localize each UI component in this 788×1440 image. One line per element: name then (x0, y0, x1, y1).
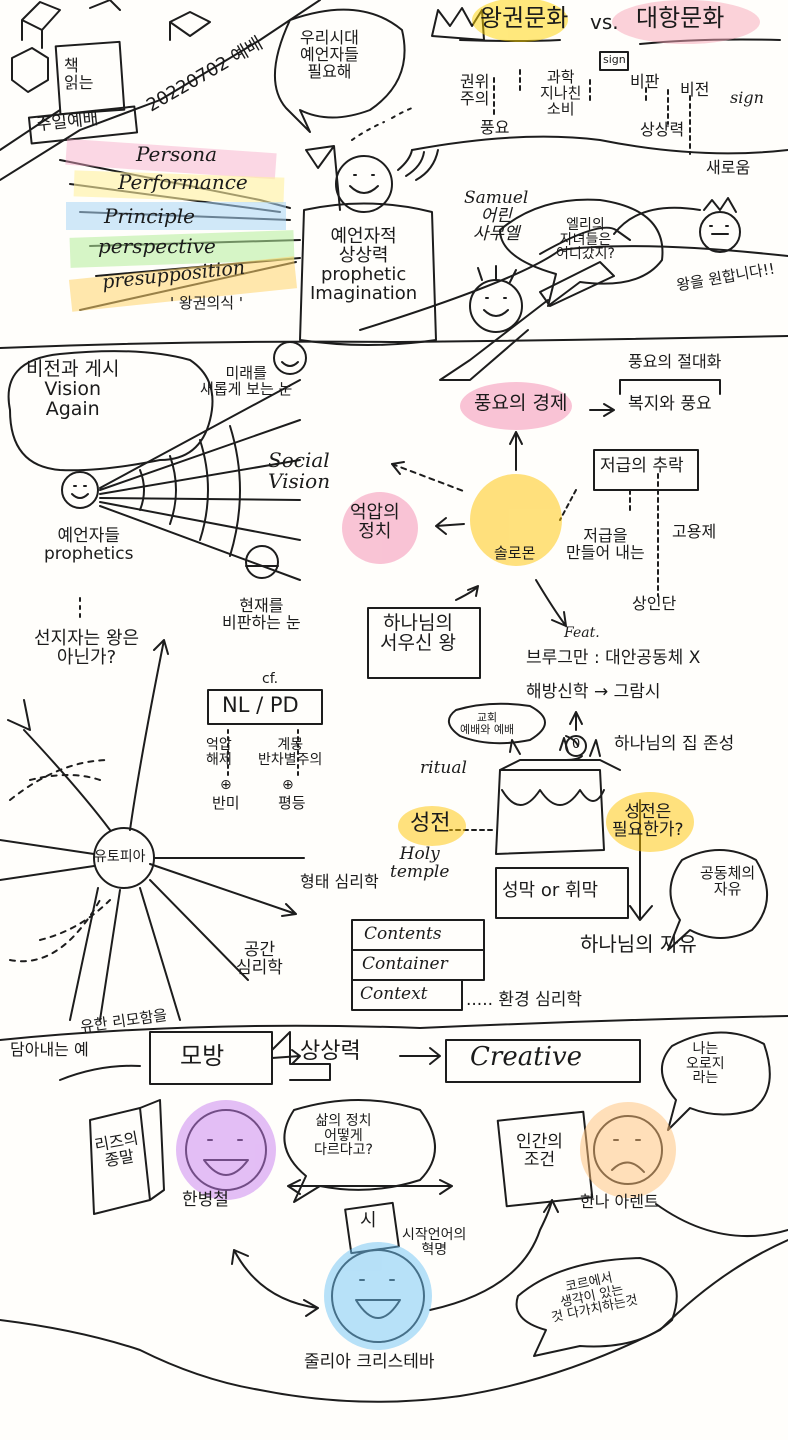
container-label: Container (362, 954, 448, 974)
oppress-release-label: 억압 해제 (206, 737, 232, 768)
temple-label: 성전 (410, 811, 451, 836)
space-psychology-label: 공간 심리학 (236, 940, 283, 978)
counter-item-sign: sign (730, 88, 764, 107)
hannah-arendt-label: 한나 아렌트 (580, 1192, 659, 1211)
merchants-label: 상인단 (632, 594, 677, 613)
temple-question-label: 성전은 필요한가? (612, 802, 684, 840)
forced-labor-label: 고용제 (672, 522, 717, 541)
equality-label: 평등 (278, 794, 306, 812)
welfare-abundance-label: 복지와 풍요 (628, 394, 712, 414)
utopia-label: 유토피아 (94, 849, 146, 865)
context-label: Context (360, 984, 428, 1004)
p-word-principle: Principle (104, 204, 195, 228)
poem-label: 시 (360, 1210, 377, 1231)
corvee-label: 저급을 만들어 내는 (566, 526, 645, 562)
ritual-label: ritual (420, 758, 467, 778)
bubble-era-prophets: 우리시대 예언자들 필요해 (300, 28, 359, 81)
plus-icon-1: ⊕ (220, 777, 232, 793)
liberation-theology-label: 해방신학 → 그람시 (526, 682, 661, 702)
human-condition-label: 인간의 조건 (516, 1132, 563, 1170)
imagination-label: 상상력 (300, 1039, 361, 1064)
book-label: 책 읽는 (64, 56, 94, 92)
present-eye-label: 현재를 비판하는 눈 (222, 596, 301, 632)
contents-label: Contents (364, 924, 442, 944)
royal-item-consumption: 과학 지나친 소비 (540, 68, 582, 118)
solomon-label: 솔로몬 (494, 544, 536, 562)
pain-label: 반미 (212, 794, 240, 812)
feat-label: Feat. (564, 625, 600, 641)
social-vision-label: Social Vision (268, 448, 331, 493)
economy-abundance-label: 풍요의 경제 (474, 392, 568, 414)
royal-culture-title: 왕권문화 (480, 4, 569, 32)
han-bubble: 삶의 정치 어떻게 다르다고? (314, 1113, 373, 1159)
freedom-bubble: 공동체의 자유 (700, 864, 756, 898)
sign-box-label: sign (603, 53, 626, 66)
counter-culture-title: 대항문화 (636, 4, 725, 32)
plus-icon-2: ⊕ (282, 777, 294, 793)
form-psychology-label: 형태 심리학 (300, 872, 379, 891)
whole-story-label: 담아내는 예 (10, 1040, 89, 1059)
absolutize-abundance-label: 풍요의 절대화 (628, 352, 722, 371)
nlpd-label: NL / PD (222, 693, 299, 717)
holy-temple-label: Holy temple (390, 844, 450, 882)
royal-awareness-label: ' 왕권의식 ' (170, 294, 243, 312)
counter-item-imagination: 상상력 (640, 120, 685, 139)
poetic-revolution-label: 시작언어의 혁명 (402, 1227, 467, 1258)
han-byungchul-label: 한병철 (182, 1190, 229, 1210)
politics-oppression-label: 억압의 정치 (350, 502, 400, 542)
samuel-label: Samuel 어린 사무엘 (464, 188, 529, 244)
imitation-label: 모방 (180, 1042, 225, 1070)
god-house-label: 하나님의 집 존성 (614, 734, 735, 754)
tabernacle-label: 성막 or 휘막 (502, 880, 599, 901)
julia-kristeva-label: 줄리아 크리스테바 (304, 1352, 435, 1372)
church-worship-bubble: 교회 예배와 예배 (460, 711, 515, 736)
bubble-eli-children: 엘리의 자녀들은 어디갔지? (556, 217, 615, 263)
royal-item-authority: 권위 주의 (460, 72, 490, 108)
counter-item-newness: 새로움 (706, 158, 751, 177)
creative-label: Creative (470, 1042, 583, 1072)
royal-item-abundance: 풍요 (480, 118, 510, 137)
versus-label: vs. (590, 10, 619, 34)
future-eye-label: 미래를 새롭게 보는 눈 (200, 364, 293, 398)
vision-again-label: 비전과 게시 Vision Again (26, 358, 120, 420)
band-principle (66, 202, 286, 230)
p-word-performance: Performance (118, 170, 248, 194)
p-word-persona: Persona (136, 142, 218, 166)
prophetic-imagination-label: 예언자적 상상력 prophetic Imagination (310, 226, 418, 304)
counter-item-vision: 비전 (680, 80, 710, 99)
god-freedom-label: 하나님의 자유 (580, 932, 697, 956)
god-servant-king-label: 하나님의 서우신 왕 (380, 612, 456, 654)
not-prophet-king-label: 선지자는 왕은 아닌가? (34, 628, 140, 668)
prophetics-label: 예언자들 prophetics (44, 526, 134, 564)
counter-item-critique: 비판 (630, 72, 660, 91)
arendt-bubble: 나는 오로지 라는 (686, 1041, 725, 1087)
p-word-perspective: perspective (98, 234, 216, 258)
zero-label: 0 (572, 737, 581, 752)
enlightenment-label: 계몽 반차별주의 (258, 737, 323, 768)
brueggemann-label: 브루그만 : 대안공동체 X (526, 648, 701, 668)
cf-label: cf. (262, 671, 279, 687)
environment-psychology-label: ..... 환경 심리학 (466, 990, 583, 1010)
fixed-slave-label: 저급의 추락 (600, 456, 684, 476)
